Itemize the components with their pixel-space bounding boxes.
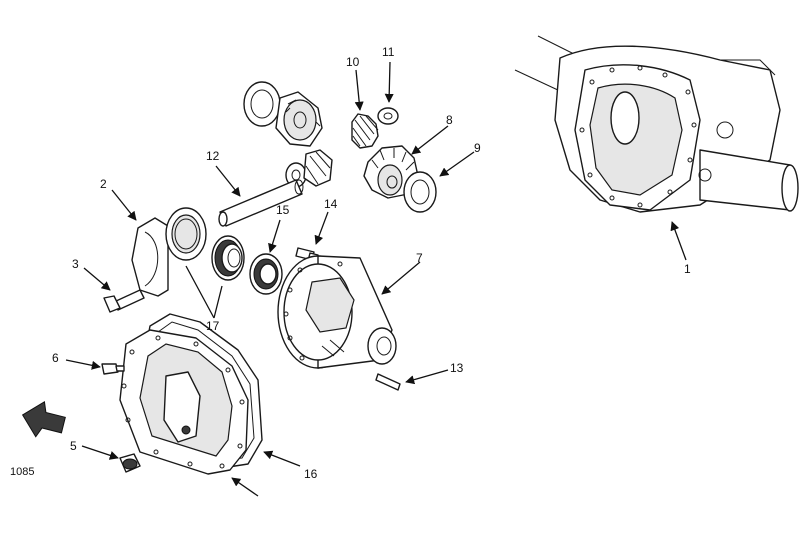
callout-15: 15 (276, 203, 290, 217)
callout-11: 11 (382, 45, 395, 59)
callout-17: 17 (206, 319, 220, 333)
axle-housing (514, 35, 799, 213)
thrust-washer-small (377, 107, 399, 125)
callout-1: 1 (684, 262, 691, 276)
differential-bearing (249, 253, 283, 295)
bearing-cup (165, 207, 207, 261)
callout-6: 6 (52, 351, 59, 365)
front-direction-arrow (21, 400, 66, 438)
callout-5: 5 (70, 439, 77, 453)
callout-12: 12 (206, 149, 220, 163)
callout-10: 10 (346, 55, 360, 69)
side-gear-upper (243, 81, 323, 147)
differential-case (277, 255, 397, 369)
callout-9: 9 (474, 141, 481, 155)
leader-lines (65, 61, 687, 497)
bearing-cap-bolt (103, 289, 145, 313)
callout-8: 8 (446, 113, 453, 127)
differential-cover (119, 329, 249, 475)
callout-14: 14 (324, 197, 338, 211)
pinion-shaft (218, 179, 304, 227)
bearing-cap (131, 217, 169, 297)
cover-bolt (101, 363, 125, 375)
fill-plug (119, 453, 141, 473)
figure-id: 1085 (10, 466, 34, 478)
thrust-washer (403, 171, 437, 213)
lock-pin (375, 373, 401, 391)
callout-13: 13 (450, 361, 464, 375)
callout-2: 2 (100, 177, 107, 191)
pinion-mate-gear-upper (351, 113, 379, 149)
callout-labels: 1 2 3 5 6 7 8 9 10 11 12 13 14 15 16 17 (52, 45, 691, 481)
callout-3: 3 (72, 257, 79, 271)
callout-16: 16 (304, 467, 318, 481)
bearing-cone (211, 235, 245, 281)
callout-7: 7 (416, 251, 423, 265)
